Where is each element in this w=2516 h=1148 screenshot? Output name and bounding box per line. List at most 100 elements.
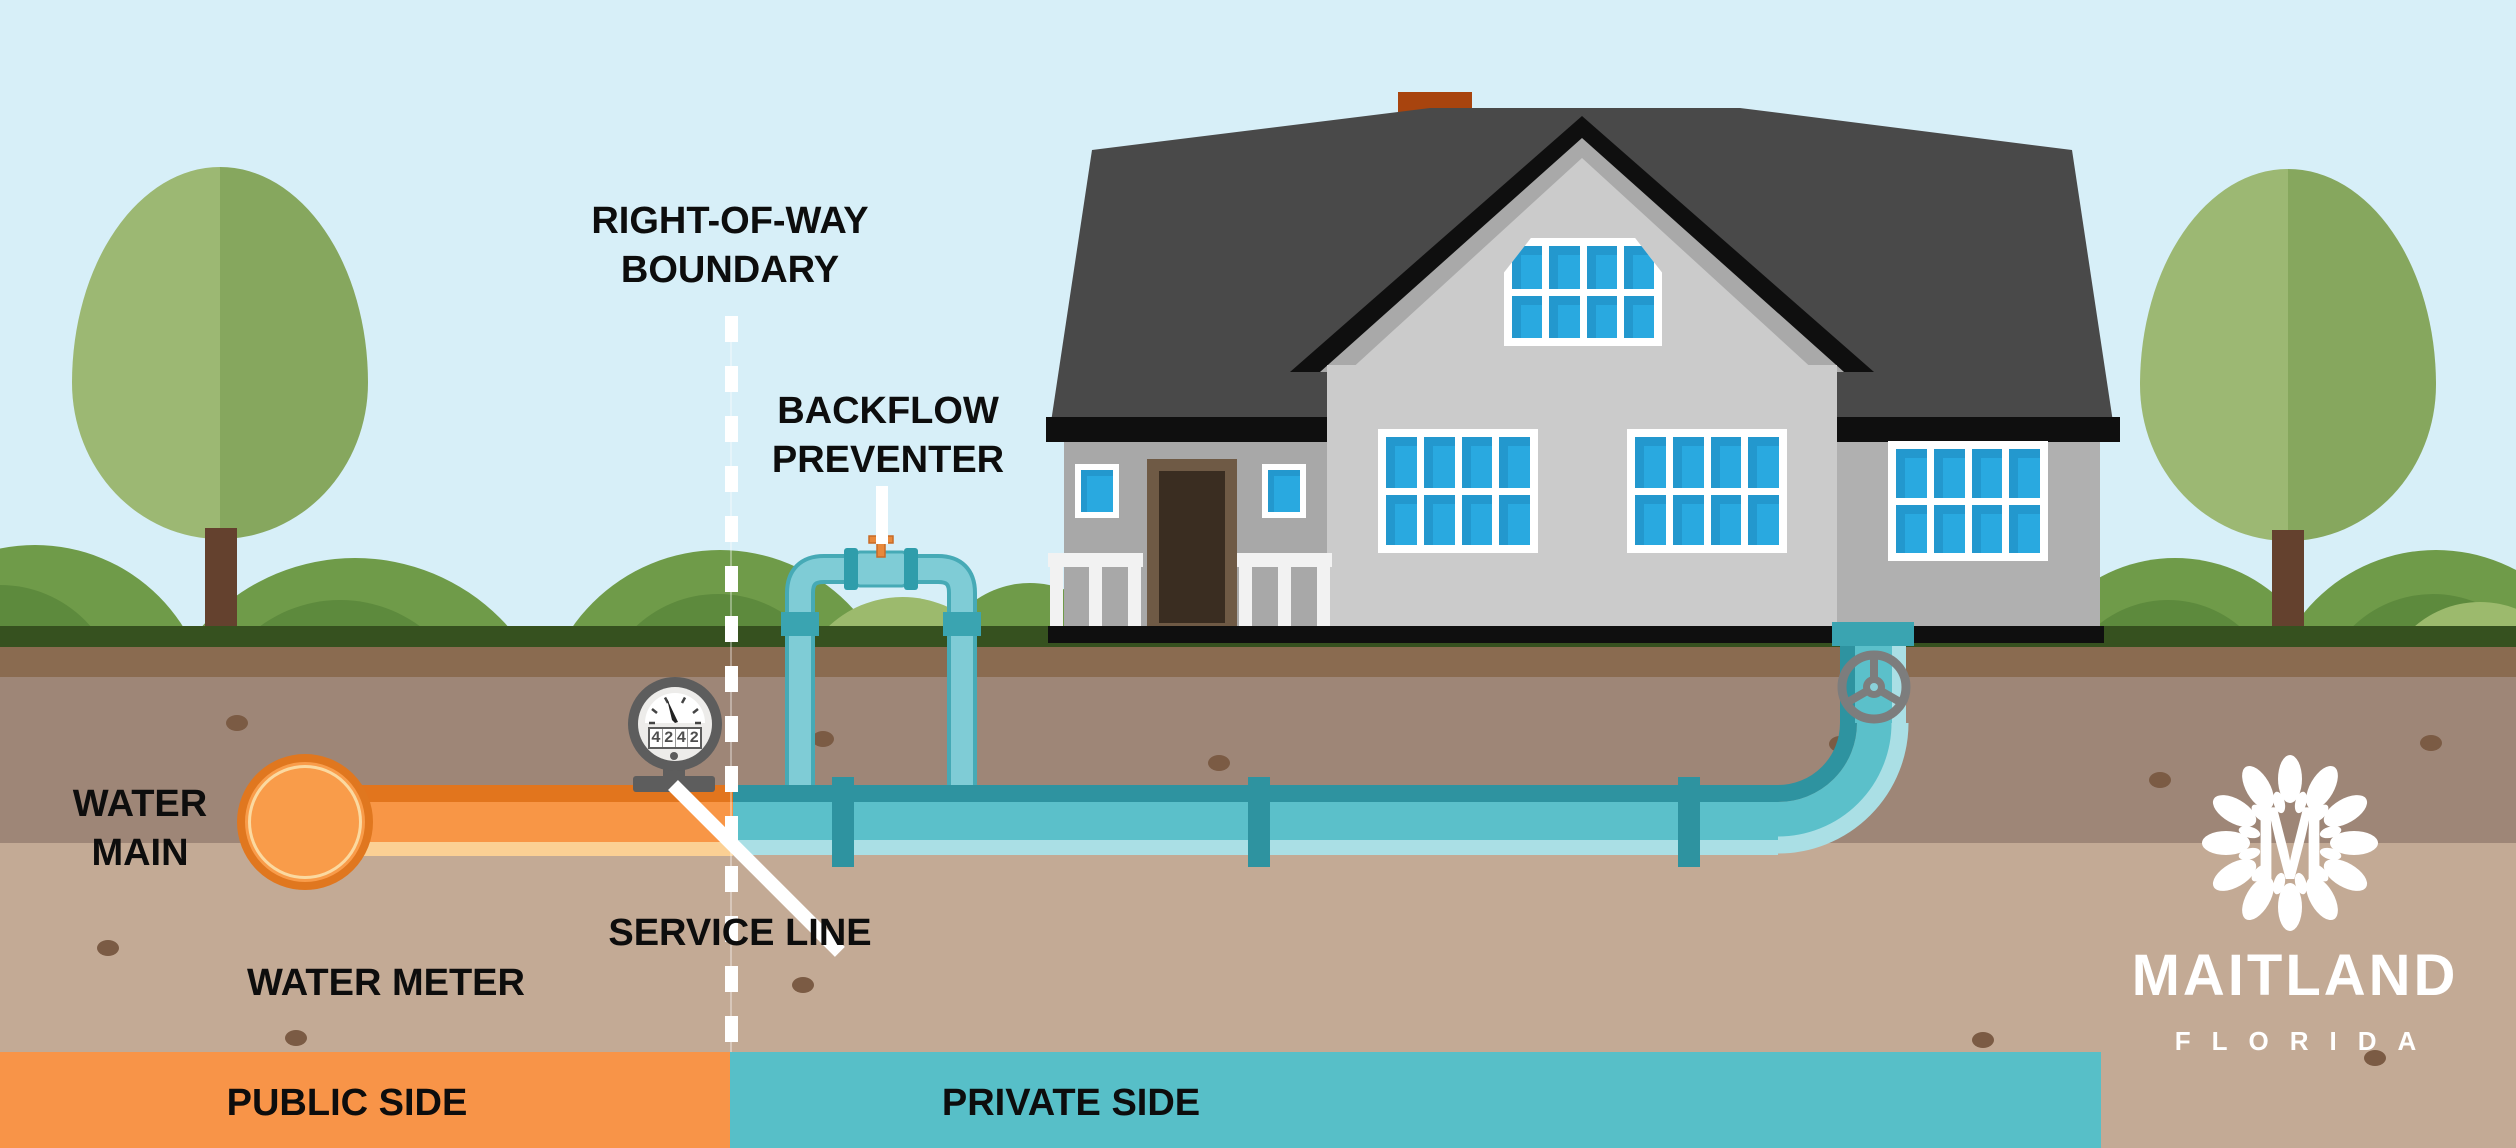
window-pane — [1933, 504, 1965, 553]
dirt-speck — [285, 1030, 307, 1046]
shutoff-valve-wheel-icon — [1837, 650, 1911, 724]
logo-petal — [2242, 765, 2274, 810]
window-pane — [1549, 246, 1580, 289]
logo-petal-small — [2319, 826, 2342, 839]
window-pane — [1748, 437, 1779, 488]
logo-petal — [2330, 831, 2378, 855]
window-pane — [1971, 449, 2003, 498]
window-pane — [1423, 494, 1455, 545]
label-right-of-way: RIGHT-OF-WAY BOUNDARY — [591, 200, 869, 291]
logo-petal-small — [2238, 847, 2261, 860]
window-pane — [1386, 437, 1417, 488]
logo-petal-small — [2294, 872, 2307, 895]
pipe-coupling — [1678, 777, 1700, 867]
window-pane — [1423, 437, 1455, 488]
window-pane — [1635, 494, 1666, 545]
water-main-pipe-light — [340, 842, 733, 856]
meter-dial — [645, 693, 705, 725]
window-pane — [1461, 437, 1493, 488]
window-middle — [1627, 429, 1787, 553]
tree-canopy-light — [2140, 169, 2288, 541]
backflow-preventer-assembly — [781, 535, 981, 815]
riser-collar — [1832, 622, 1914, 646]
logo-city-name: MAITLAND — [2131, 943, 2459, 1008]
window-pane — [1672, 494, 1704, 545]
window-pane — [1549, 295, 1580, 338]
window-pane — [1635, 437, 1666, 488]
pipe-elbow — [1777, 722, 1909, 854]
window-pane — [1933, 449, 1965, 498]
dirt-speck — [2420, 735, 2442, 751]
dirt-speck — [226, 715, 248, 731]
label-service-line: SERVICE LINE — [608, 912, 872, 954]
water-main — [237, 754, 373, 890]
dirt-speck — [1208, 755, 1230, 771]
dirt-speck — [792, 977, 814, 993]
backflow-callout-line — [876, 486, 888, 544]
window-pane — [1586, 246, 1617, 289]
window-pane — [1499, 437, 1530, 488]
window-pane — [1499, 494, 1530, 545]
logo-petal — [2278, 755, 2302, 803]
window-left — [1378, 429, 1538, 553]
tree-canopy-dark — [2288, 169, 2436, 541]
soil-layer-brown — [0, 647, 2516, 677]
backflow-pipe-loop — [785, 554, 977, 815]
logo-state-name: FLORIDA — [2174, 1026, 2438, 1056]
front-door — [1147, 459, 1237, 635]
window-pane — [1710, 437, 1742, 488]
window-pane — [2009, 504, 2040, 553]
logo-petal — [2242, 876, 2274, 921]
right-of-way-boundary-line — [725, 316, 738, 1053]
tree-canopy-light — [72, 167, 220, 539]
logo-petal — [2323, 859, 2368, 891]
backflow-device-flange — [904, 548, 918, 590]
meter-needle-icon — [667, 699, 678, 723]
window-pane — [2009, 449, 2040, 498]
window-right — [1888, 441, 2048, 561]
label-water-meter: WATER METER — [247, 962, 525, 1004]
porch-window-left — [1075, 464, 1119, 518]
label-private-side: PRIVATE SIDE — [941, 1082, 1201, 1124]
window-pane — [1748, 494, 1779, 545]
logo-petal — [2278, 883, 2302, 931]
logo-petal — [2202, 831, 2250, 855]
house-base — [1048, 626, 2104, 643]
window-pane — [1672, 437, 1704, 488]
dirt-speck — [2149, 772, 2171, 788]
window-pane — [1512, 295, 1543, 338]
logo-petal-small — [2311, 804, 2329, 822]
dirt-speck — [97, 940, 119, 956]
private-side-bar — [730, 1052, 2101, 1148]
label-public-side: PUBLIC SIDE — [226, 1082, 468, 1124]
logo-petal-small — [2311, 864, 2329, 882]
window-pane — [1623, 295, 1654, 338]
tree-trunk-right — [2272, 530, 2304, 638]
backflow-device-flange — [844, 548, 858, 590]
label-water-main: WATER MAIN — [72, 783, 208, 874]
logo-petal — [2323, 795, 2368, 827]
dirt-speck — [812, 731, 834, 747]
window-pane — [1386, 494, 1417, 545]
logo-petal — [2212, 795, 2257, 827]
tree-right — [2140, 169, 2436, 541]
dirt-speck — [1972, 1032, 1994, 1048]
pipe-coupling — [832, 777, 854, 867]
porch-railing-left — [1048, 553, 1143, 567]
window-pane — [1971, 504, 2003, 553]
logo-petal — [2306, 765, 2338, 810]
porch-window-right — [1262, 464, 1306, 518]
water-main-pipe — [340, 802, 733, 842]
pipe-coupling — [943, 612, 981, 636]
pipe-coupling — [1248, 777, 1270, 867]
logo-petal-small — [2251, 864, 2269, 882]
logo-petal — [2306, 876, 2338, 921]
tree-canopy-dark — [220, 167, 368, 539]
window-pane — [1896, 504, 1927, 553]
tree-left — [72, 167, 368, 539]
pipe-coupling — [781, 612, 819, 636]
window-pane — [1896, 449, 1927, 498]
